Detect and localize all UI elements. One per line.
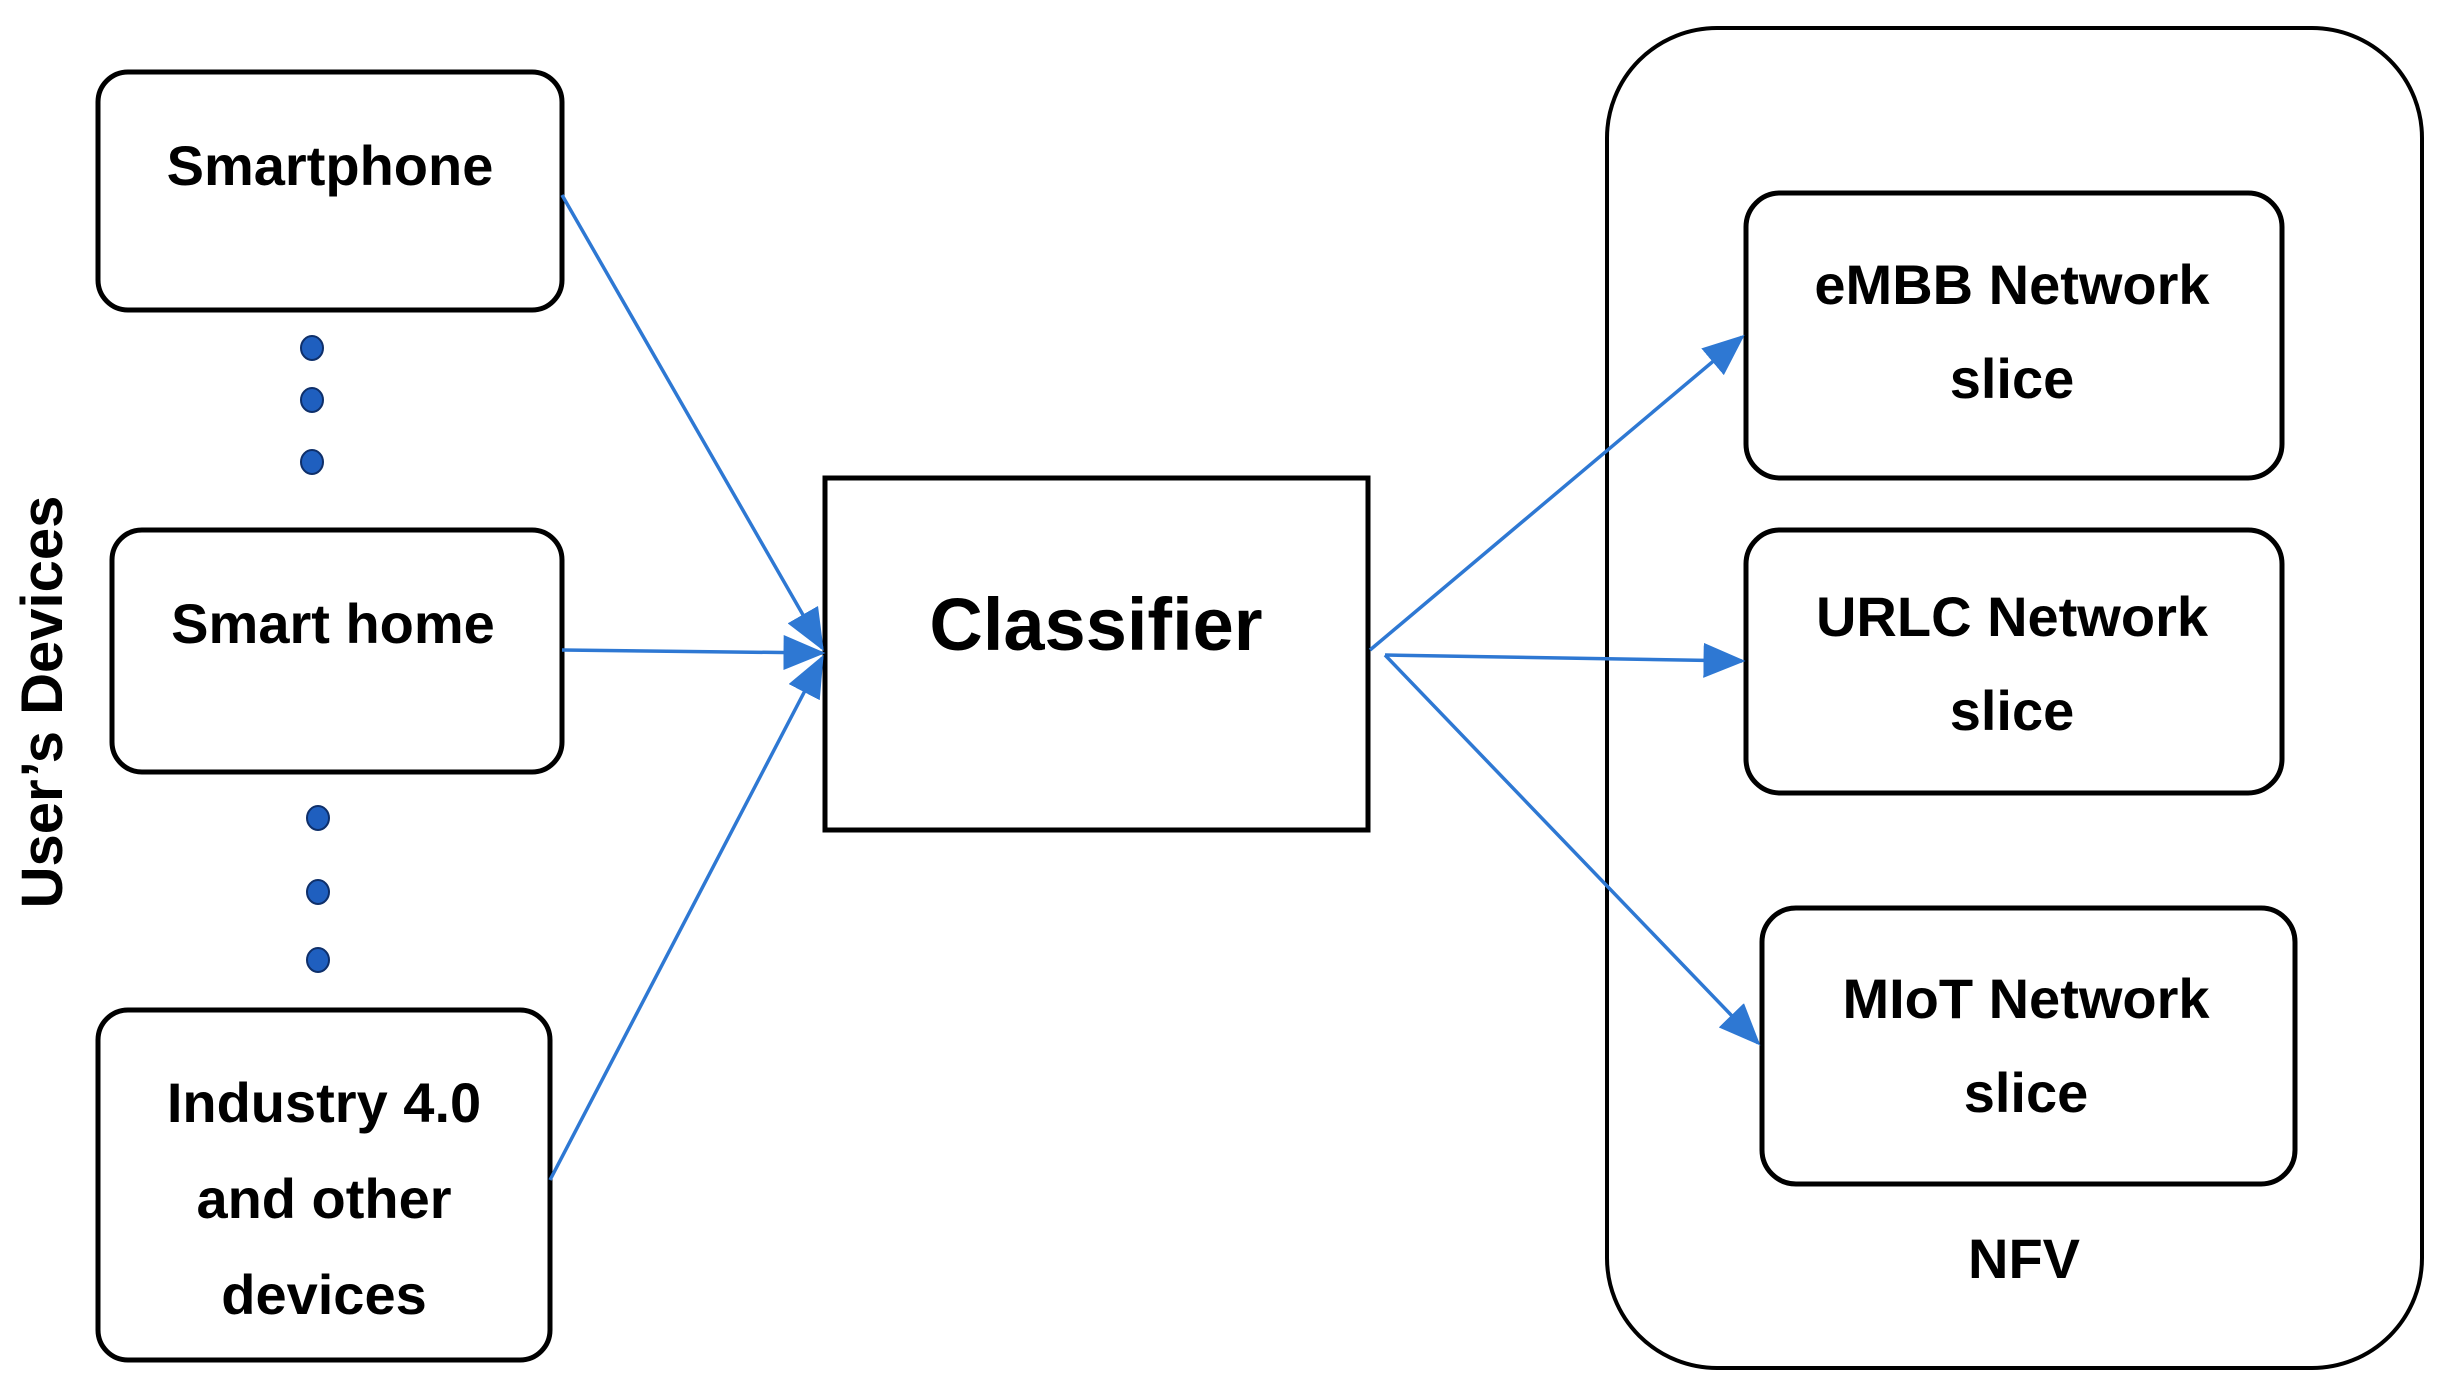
device-industry-label-line1: Industry 4.0 [167, 1071, 481, 1134]
dot [300, 387, 324, 413]
arrow-smarthome-to-classifier [561, 635, 826, 671]
dot [300, 449, 324, 475]
arrow-smartphone-to-classifier [560, 194, 824, 652]
dot [306, 947, 330, 973]
slice-embb-label-line1: eMBB Network [1814, 253, 2210, 316]
device-industry-label-line2: and other [196, 1167, 451, 1230]
slice-miot: MIoT Network slice [1759, 905, 2298, 1187]
arrow-classifier-to-miot [1383, 653, 1761, 1046]
slice-miot-label-line1: MIoT Network [1842, 967, 2210, 1030]
users-devices-label: User’s Devices [10, 496, 75, 909]
arrow-classifier-to-urlc [1384, 642, 1746, 678]
ellipsis-dots-lower [306, 805, 330, 973]
ellipsis-dots-upper [300, 335, 324, 475]
slice-embb: eMBB Network slice [1743, 190, 2285, 481]
device-smartphone-label: Smartphone [167, 134, 494, 197]
slice-urlc-label-line2: slice [1950, 679, 2075, 742]
nfv-label: NFV [1968, 1227, 2080, 1290]
slice-embb-label-line2: slice [1950, 347, 2075, 410]
slice-urlc-label-line1: URLC Network [1816, 585, 2209, 648]
device-industry: Industry 4.0 and other devices [95, 1007, 553, 1363]
slice-miot-label-line2: slice [1964, 1061, 2089, 1124]
arrow-classifier-to-embb [1368, 334, 1745, 652]
classifier-box: Classifier [822, 475, 1371, 833]
classifier-label: Classifier [929, 583, 1262, 666]
dot [300, 335, 324, 361]
device-industry-label-line3: devices [221, 1263, 427, 1326]
arrow-industry-to-classifier [548, 654, 824, 1181]
slice-urlc: URLC Network slice [1743, 527, 2285, 796]
nfv-container: NFV [1605, 26, 2424, 1370]
device-smartphone: Smartphone [95, 69, 565, 313]
dot [306, 879, 330, 905]
dot [306, 805, 330, 831]
device-smart-home: Smart home [109, 527, 565, 775]
device-smart-home-label: Smart home [171, 592, 495, 655]
